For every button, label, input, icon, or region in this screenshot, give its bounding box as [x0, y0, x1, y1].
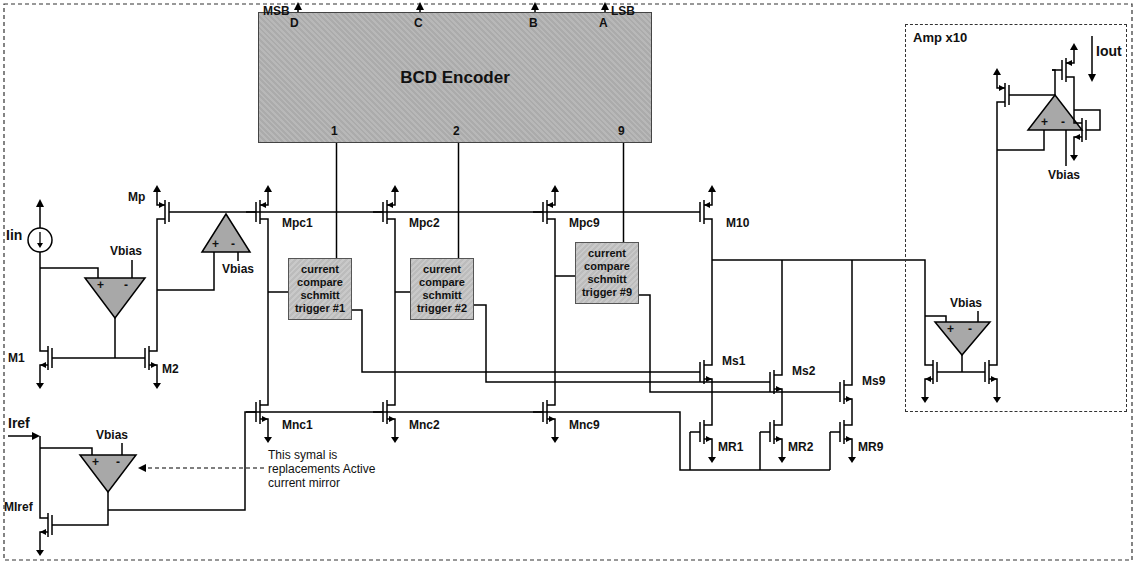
signal-label: MIref: [4, 500, 33, 514]
schmitt-trigger-block: current compare schmitt trigger #1: [288, 258, 352, 320]
block-label: current compare schmitt trigger #1: [293, 263, 347, 315]
signal-label: 9: [618, 124, 625, 138]
schmitt-trigger-block: current compare schmitt trigger #2: [410, 258, 474, 320]
signal-label: MSB: [263, 4, 290, 18]
current-source-arrow: [39, 232, 40, 244]
callout-arrowhead: [138, 464, 146, 472]
signal-label: +: [97, 278, 104, 292]
signal-wire: [458, 143, 459, 258]
signal-label: MR2: [788, 440, 813, 454]
signal-label: M1: [8, 351, 25, 365]
callout-leader: [146, 467, 264, 468]
encoder-block: BCD Encoder: [258, 12, 652, 143]
signal-label: +: [947, 322, 954, 336]
block-label: BCD Encoder: [400, 68, 510, 88]
signal-label: Vbias: [222, 262, 254, 276]
signal-label: -: [116, 455, 120, 469]
signal-label: +: [1041, 115, 1048, 129]
arrowheads: [32, 2, 1096, 440]
signal-label: Mnc1: [282, 418, 313, 432]
signal-wire: [336, 143, 337, 258]
signal-label: Vbias: [1048, 168, 1080, 182]
outer-boundary: [4, 4, 1132, 560]
signal-label: M10: [726, 216, 749, 230]
signal-label: Ms2: [792, 364, 815, 378]
signal-label: Iref: [8, 416, 30, 430]
signal-label: Vbias: [96, 428, 128, 442]
current-source: [28, 228, 52, 252]
signal-wire: [623, 143, 624, 242]
signal-label: -: [231, 237, 235, 251]
signal-label: Mp: [128, 190, 145, 204]
signal-label: Vbias: [950, 296, 982, 310]
signal-label: -: [124, 278, 128, 292]
signal-label: Mpc1: [282, 216, 313, 230]
signal-label: Iin: [6, 228, 22, 242]
signal-label: +: [212, 237, 219, 251]
block-label: Amp x10: [913, 30, 967, 45]
signal-label: MR1: [718, 440, 743, 454]
signal-label: M2: [162, 362, 179, 376]
signal-label: Mpc2: [409, 216, 440, 230]
signal-label: Mnc2: [409, 418, 440, 432]
signal-label: +: [92, 455, 99, 469]
signal-label: Mpc9: [569, 216, 600, 230]
signal-label: -: [968, 322, 972, 336]
block-label: current compare schmitt trigger #2: [415, 263, 469, 315]
signal-label: Ms9: [862, 374, 885, 388]
signal-label: LSB: [611, 4, 635, 18]
signal-label: 2: [453, 124, 460, 138]
signal-label: Iout: [1096, 44, 1122, 58]
signal-label: -: [1061, 115, 1065, 129]
signal-label: D: [290, 16, 299, 30]
amplifier-group: Amp x10: [905, 24, 1127, 412]
annotation-note: This symal is replacements Active curren…: [268, 448, 388, 490]
signal-label: Ms1: [722, 354, 745, 368]
signal-label: Mnc9: [569, 418, 600, 432]
block-label: current compare schmitt trigger #9: [580, 247, 634, 299]
wires: [8, 9, 1100, 525]
signal-label: A: [599, 16, 608, 30]
signal-label: B: [529, 16, 538, 30]
signal-label: MR9: [858, 440, 883, 454]
signal-label: 1: [331, 124, 338, 138]
opamp-symbols: [80, 95, 1082, 492]
signal-label: C: [414, 16, 423, 30]
signal-label: Vbias: [110, 244, 142, 258]
schmitt-trigger-block: current compare schmitt trigger #9: [575, 242, 639, 304]
